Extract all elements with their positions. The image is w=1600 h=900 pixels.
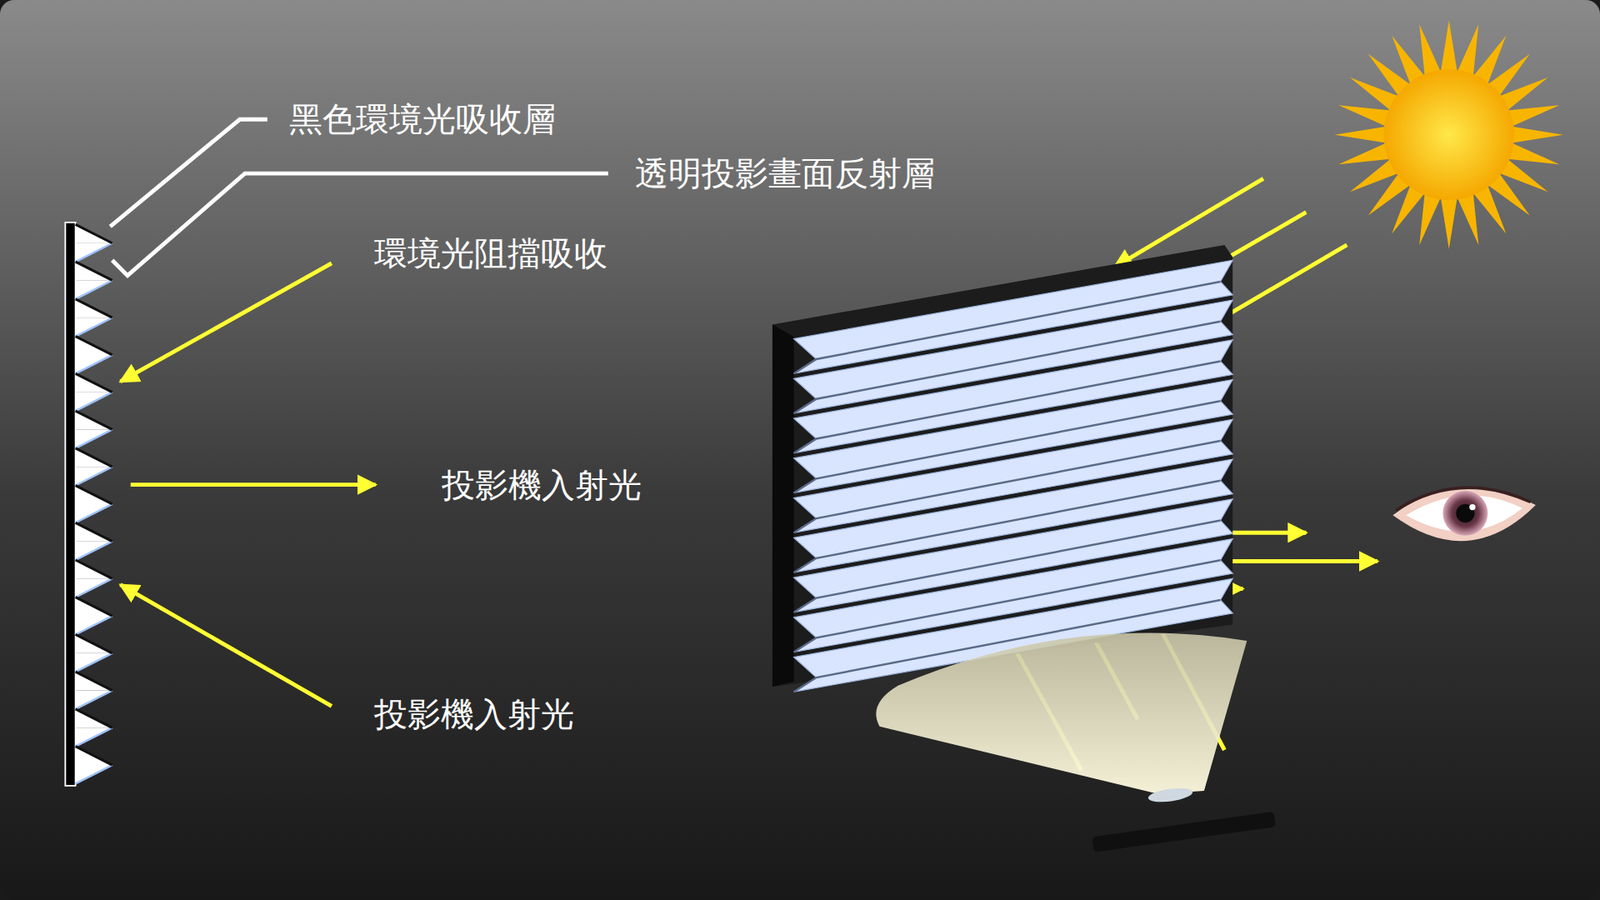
label: 黑色環境光吸收層 xyxy=(289,99,556,140)
sun xyxy=(1335,20,1564,249)
light-cone xyxy=(875,632,1247,794)
eye xyxy=(1392,486,1535,541)
label: 透明投影畫面反射層 xyxy=(635,153,935,194)
screen-panel xyxy=(772,245,1233,692)
leader-lines xyxy=(110,119,609,275)
projector-arrow xyxy=(120,585,331,707)
label: 投影機入射光 xyxy=(441,465,642,505)
projector xyxy=(1086,775,1276,853)
screen-cross-section xyxy=(65,222,112,786)
label: 環境光阻擋吸收 xyxy=(374,233,608,274)
reflect-arrow xyxy=(130,482,376,487)
ambient-arrow xyxy=(120,263,331,382)
label: 投影機入射光 xyxy=(374,694,575,735)
